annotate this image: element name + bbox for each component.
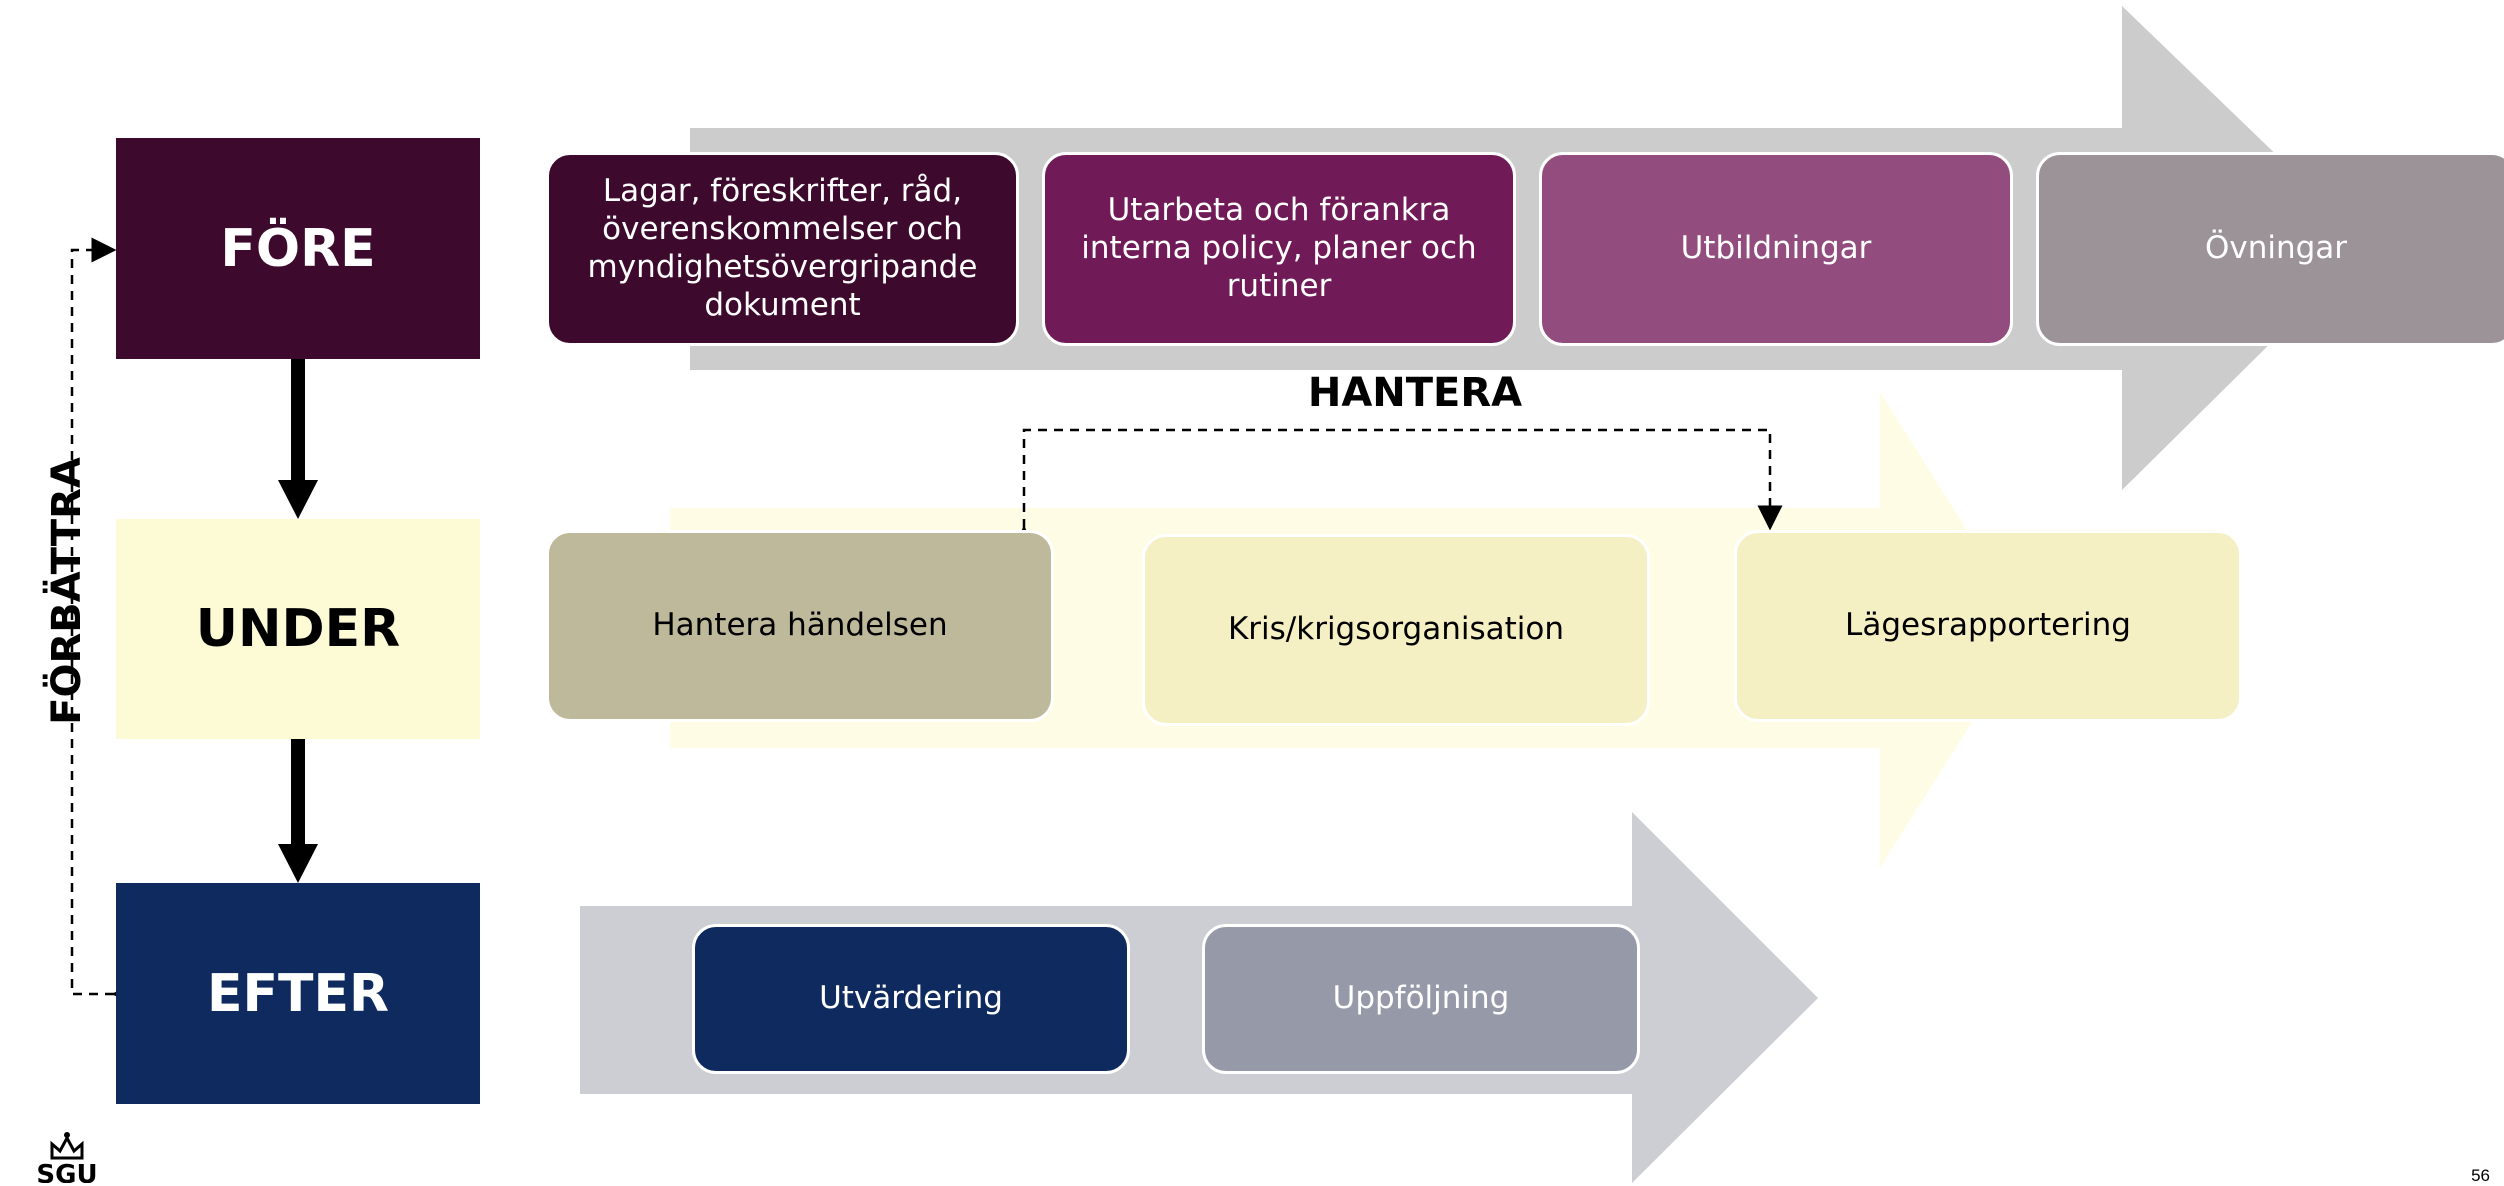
page-number: 56 xyxy=(2471,1166,2490,1185)
step-lagar: Lagar, föreskrifter, råd, överenskommels… xyxy=(546,152,1019,346)
step-utarbeta: Utarbeta och förankra interna policy, pl… xyxy=(1042,152,1516,346)
phase-fore: FÖRE xyxy=(116,138,480,359)
hantera-label: HANTERA xyxy=(1307,370,1523,416)
logo-text: SGU xyxy=(36,1160,97,1183)
hantera-connector xyxy=(1011,428,1783,551)
phase-efter: EFTER xyxy=(116,883,480,1104)
step-hantera-handelsen: Hantera händelsen xyxy=(546,530,1054,722)
sgu-logo: SGU xyxy=(36,1132,98,1183)
forbattra-label: FÖRBÄTTRA xyxy=(44,457,90,725)
step-utvardering: Utvärdering xyxy=(692,924,1130,1074)
forbattra-loop xyxy=(70,237,137,1007)
under-to-efter-arrow xyxy=(278,738,318,883)
efter-arrow xyxy=(580,812,1818,1183)
phase-under: UNDER xyxy=(116,519,480,739)
step-utbildningar: Utbildningar xyxy=(1539,152,2013,346)
step-ovningar: Övningar xyxy=(2036,152,2504,346)
step-lagesrapportering: Lägesrapportering xyxy=(1734,530,2242,722)
fore-to-under-arrow xyxy=(278,358,318,519)
step-uppfoljning: Uppföljning xyxy=(1202,924,1640,1074)
step-krisorganisation: Kris/krigsorganisation xyxy=(1142,534,1650,726)
fore-arrow xyxy=(690,6,2370,490)
